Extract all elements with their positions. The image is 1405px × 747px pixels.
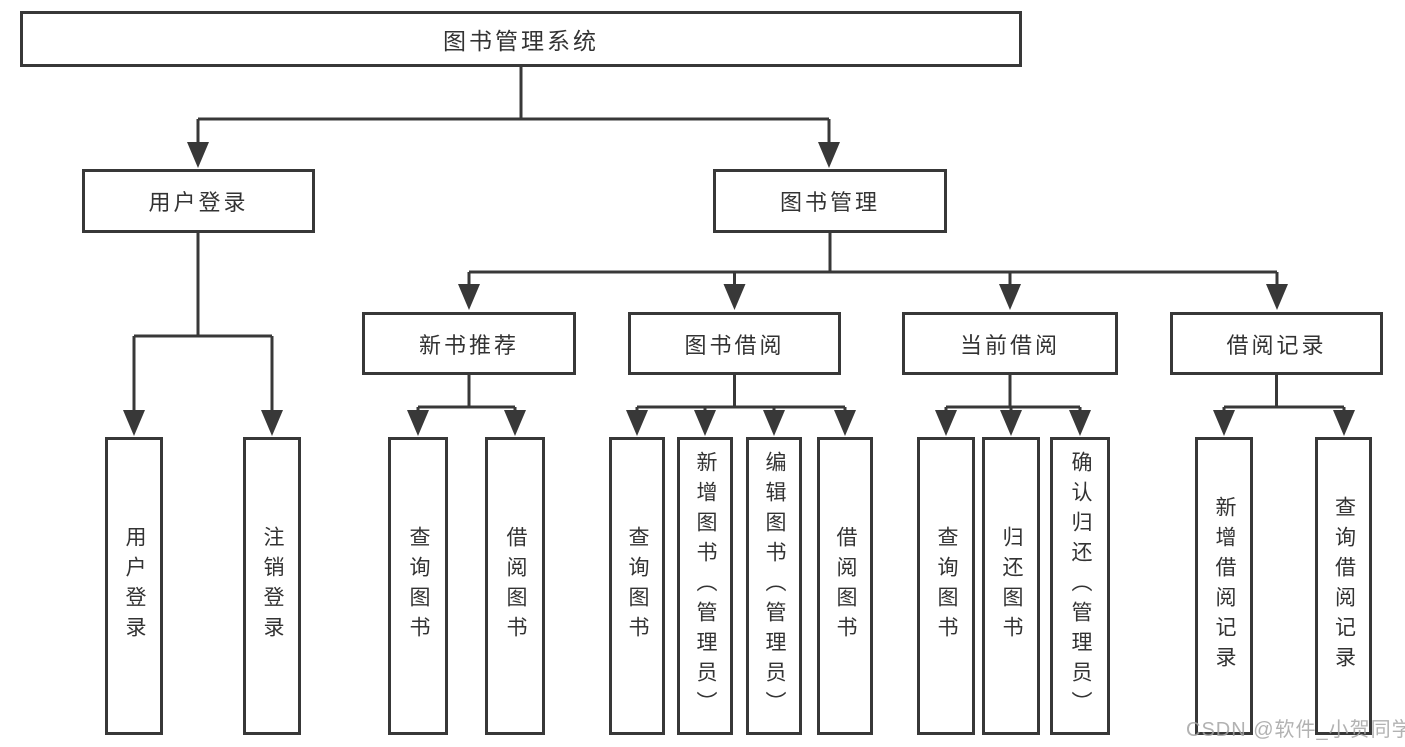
leaf-edit-books-admin: 编辑图书（管理员） bbox=[746, 437, 802, 735]
leaf-label: 编辑图书（管理员） bbox=[763, 451, 786, 721]
leaf-label: 归还图书 bbox=[1000, 526, 1023, 646]
node-book-management: 图书管理 bbox=[713, 169, 947, 233]
leaf-label: 查询图书 bbox=[407, 526, 430, 646]
leaf-query-borrow-record: 查询借阅记录 bbox=[1315, 437, 1372, 735]
node-borrow-records: 借阅记录 bbox=[1170, 312, 1383, 375]
leaf-borrow-books-1: 借阅图书 bbox=[485, 437, 545, 735]
leaf-label: 借阅图书 bbox=[834, 526, 857, 646]
leaf-label: 查询图书 bbox=[935, 526, 958, 646]
leaf-query-books-1: 查询图书 bbox=[388, 437, 448, 735]
leaf-confirm-return-admin: 确认归还（管理员） bbox=[1050, 437, 1110, 735]
leaf-label: 确认归还（管理员） bbox=[1069, 451, 1092, 721]
leaf-label: 新增借阅记录 bbox=[1213, 496, 1236, 676]
leaf-label: 注销登录 bbox=[261, 526, 284, 646]
leaf-label: 查询借阅记录 bbox=[1332, 496, 1356, 676]
node-book-borrow: 图书借阅 bbox=[628, 312, 841, 375]
csdn-watermark: CSDN @软件_小贺同学 bbox=[1186, 719, 1405, 741]
leaf-user-login: 用户登录 bbox=[105, 437, 163, 735]
leaf-logout: 注销登录 bbox=[243, 437, 301, 735]
node-new-book-recommend: 新书推荐 bbox=[362, 312, 576, 375]
leaf-add-books-admin: 新增图书（管理员） bbox=[677, 437, 733, 735]
leaf-label: 借阅图书 bbox=[504, 526, 527, 646]
leaf-return-books: 归还图书 bbox=[982, 437, 1040, 735]
leaf-add-borrow-record: 新增借阅记录 bbox=[1195, 437, 1253, 735]
leaf-borrow-books-2: 借阅图书 bbox=[817, 437, 873, 735]
leaf-label: 查询图书 bbox=[626, 526, 649, 646]
node-user-login: 用户登录 bbox=[82, 169, 315, 233]
leaf-query-books-3: 查询图书 bbox=[917, 437, 975, 735]
leaf-label: 新增图书（管理员） bbox=[694, 451, 717, 721]
leaf-label: 用户登录 bbox=[123, 526, 146, 646]
node-root-system: 图书管理系统 bbox=[20, 11, 1022, 67]
leaf-query-books-2: 查询图书 bbox=[609, 437, 665, 735]
node-current-borrow: 当前借阅 bbox=[902, 312, 1118, 375]
